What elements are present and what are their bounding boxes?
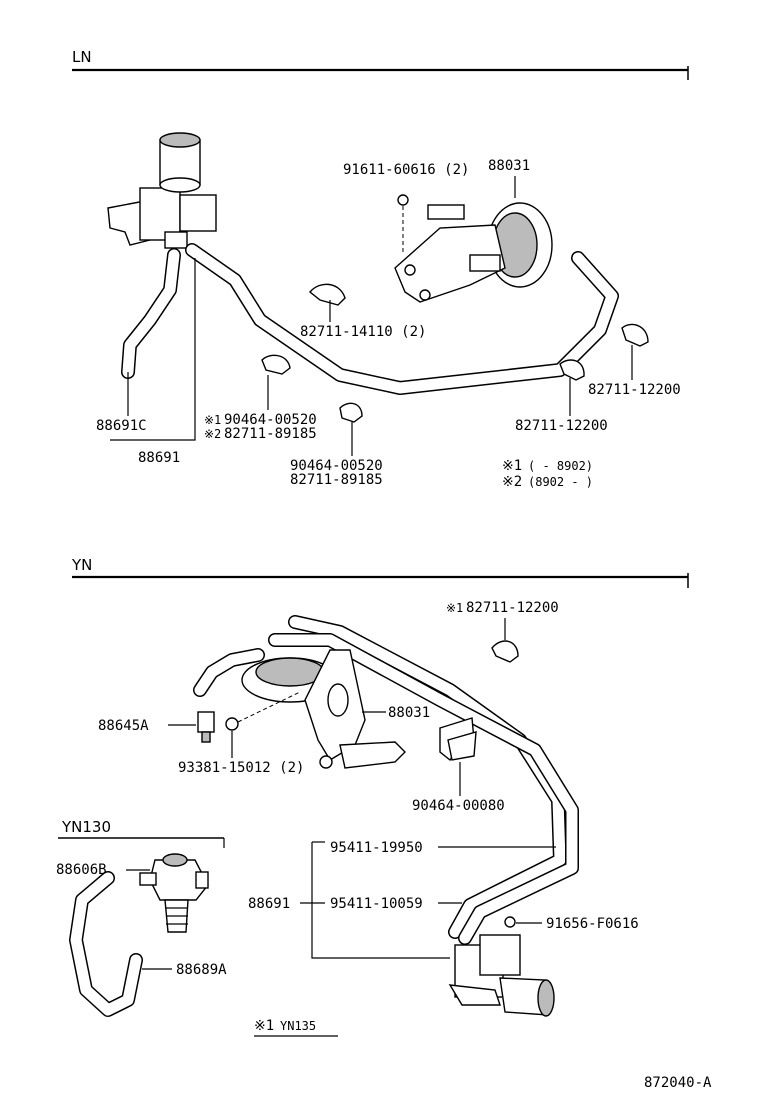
drawing-id: 872040-A — [644, 1075, 712, 1091]
ln-clip1-line1: 90464-00520 — [224, 412, 317, 428]
ln-clip2-line1: 90464-00520 — [290, 458, 383, 474]
ln-bolt-label: 91611-60616 (2) — [343, 162, 469, 178]
ln-clamp-a-label: 82711-14110 (2) — [300, 324, 426, 340]
yn-footnote-mark: ※1 — [254, 1018, 274, 1034]
ln-mark-small-2: ※2 — [204, 427, 221, 441]
yn-footnote: YN135 — [280, 1019, 316, 1033]
yn130-hose-icon — [69, 871, 143, 1017]
yn-egr-valve-icon — [241, 649, 406, 769]
ln-hose-main-label: 88691 — [138, 450, 180, 466]
yn-vsv-icon — [448, 916, 555, 1017]
ln-note2-range: (8902 - ) — [528, 475, 593, 489]
yn-sensor-icon — [197, 711, 215, 743]
yn-hose2-label: 95411-10059 — [330, 896, 423, 912]
yn-gasket-icon — [225, 717, 239, 731]
yn-hose-assy-label: 88691 — [248, 896, 290, 912]
yn-bolt-label: 93381-15012 (2) — [178, 760, 304, 776]
ln-egr-valve-icon — [394, 202, 553, 303]
yn-hose1-label: 95411-19950 — [330, 840, 423, 856]
ln-note1-mark: ※1 — [502, 458, 522, 474]
ln-valve-label: 88031 — [488, 158, 530, 174]
ln-vsv-icon — [107, 132, 217, 249]
ln-mark-small-1: ※1 — [204, 413, 221, 427]
ln-bolt-icon — [397, 194, 409, 206]
ln-hoses — [121, 243, 619, 395]
ln-clamp-icon — [261, 283, 649, 423]
yn-hose-assy-bracket — [311, 842, 450, 959]
yn-clamp-top-mark: ※1 — [446, 601, 463, 615]
ln-clamp-c-label: 82711-12200 — [515, 418, 608, 434]
ln-clip1-line2: 82711-89185 — [224, 426, 317, 442]
ln-hose-main-bracket — [110, 258, 196, 441]
yn-clip-icon — [439, 717, 477, 762]
section-yn-title: YN — [71, 556, 92, 574]
ln-clip2-line2: 82711-89185 — [290, 472, 383, 488]
yn130-valve-icon — [139, 853, 209, 933]
yn130-valve-label: 88606B — [56, 862, 107, 878]
ln-hose-c-label: 88691C — [96, 418, 147, 434]
yn-clamp-top-label: 82711-12200 — [466, 600, 559, 616]
section-yn130-title: YN130 — [61, 818, 111, 836]
yn-clip-label: 90464-00080 — [412, 798, 505, 814]
yn-clamp-icon — [491, 640, 519, 663]
yn-valve-label: 88031 — [388, 705, 430, 721]
ln-note1-range: ( - 8902) — [528, 459, 593, 473]
yn-bolt2-label: 91656-F0616 — [546, 916, 639, 932]
yn-gasket-leader — [237, 691, 301, 723]
section-ln-title: LN — [72, 48, 92, 66]
yn130-hose-label: 88689A — [176, 962, 227, 978]
ln-note2-mark: ※2 — [502, 474, 522, 490]
ln-clamp-b-label: 82711-12200 — [588, 382, 681, 398]
yn-sensor-label: 88645A — [98, 718, 149, 734]
